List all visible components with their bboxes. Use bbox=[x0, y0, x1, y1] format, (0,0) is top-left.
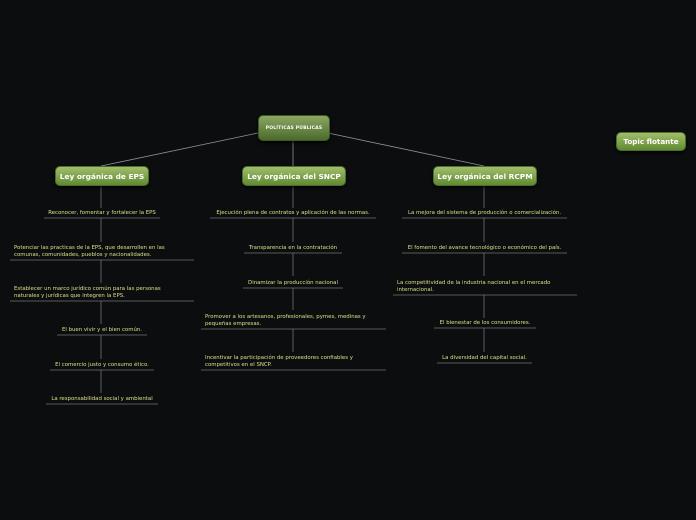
eps-item-3[interactable]: Establecer un marco jurídico común para … bbox=[14, 286, 161, 299]
sncp-item-1[interactable]: Ejecución plena de contratos y aplicació… bbox=[216, 210, 370, 216]
eps-item-2[interactable]: Potenciar las practicas de la EPS, que d… bbox=[14, 245, 165, 258]
eps-item-6[interactable]: La responsabilidad social y ambiental bbox=[51, 396, 153, 402]
sncp-item-4[interactable]: Promover a los artesanos, profesionales,… bbox=[205, 314, 366, 327]
rcpm-item-1[interactable]: La mejora del sistema de producción o co… bbox=[407, 210, 562, 216]
sncp-item-5[interactable]: Incentivar la participación de proveedor… bbox=[205, 355, 353, 368]
rcpm-item-3[interactable]: La competitividad de la industria nacion… bbox=[397, 280, 551, 293]
eps-item-1[interactable]: Reconocer, fomentar y fortalecer la EPS bbox=[48, 210, 156, 216]
sncp-item-3[interactable]: Dinamizar la producción nacional bbox=[248, 280, 338, 286]
rcpm-item-2[interactable]: El fomento del avance tecnológico o econ… bbox=[407, 245, 562, 251]
floating-topic[interactable]: Topic flotante bbox=[616, 132, 686, 151]
eps-item-5[interactable]: El comercio justo y consumo ético. bbox=[55, 362, 149, 368]
central-topic[interactable]: POLÍTICAS PÚBLICAS bbox=[258, 115, 330, 141]
topic-ley-eps[interactable]: Ley orgánica de EPS bbox=[55, 166, 149, 186]
rcpm-item-4[interactable]: El bienestar de los consumidores. bbox=[439, 320, 531, 326]
topic-ley-sncp[interactable]: Ley orgánica del SNCP bbox=[242, 166, 346, 186]
rcpm-item-5[interactable]: La diversidad del capital social. bbox=[442, 355, 527, 361]
eps-item-4[interactable]: El buen vivir y el bien común. bbox=[61, 327, 143, 333]
topic-ley-rcpm[interactable]: Ley orgánica del RCPM bbox=[433, 166, 537, 186]
sncp-item-2[interactable]: Transparencia en la contratación bbox=[248, 245, 338, 251]
